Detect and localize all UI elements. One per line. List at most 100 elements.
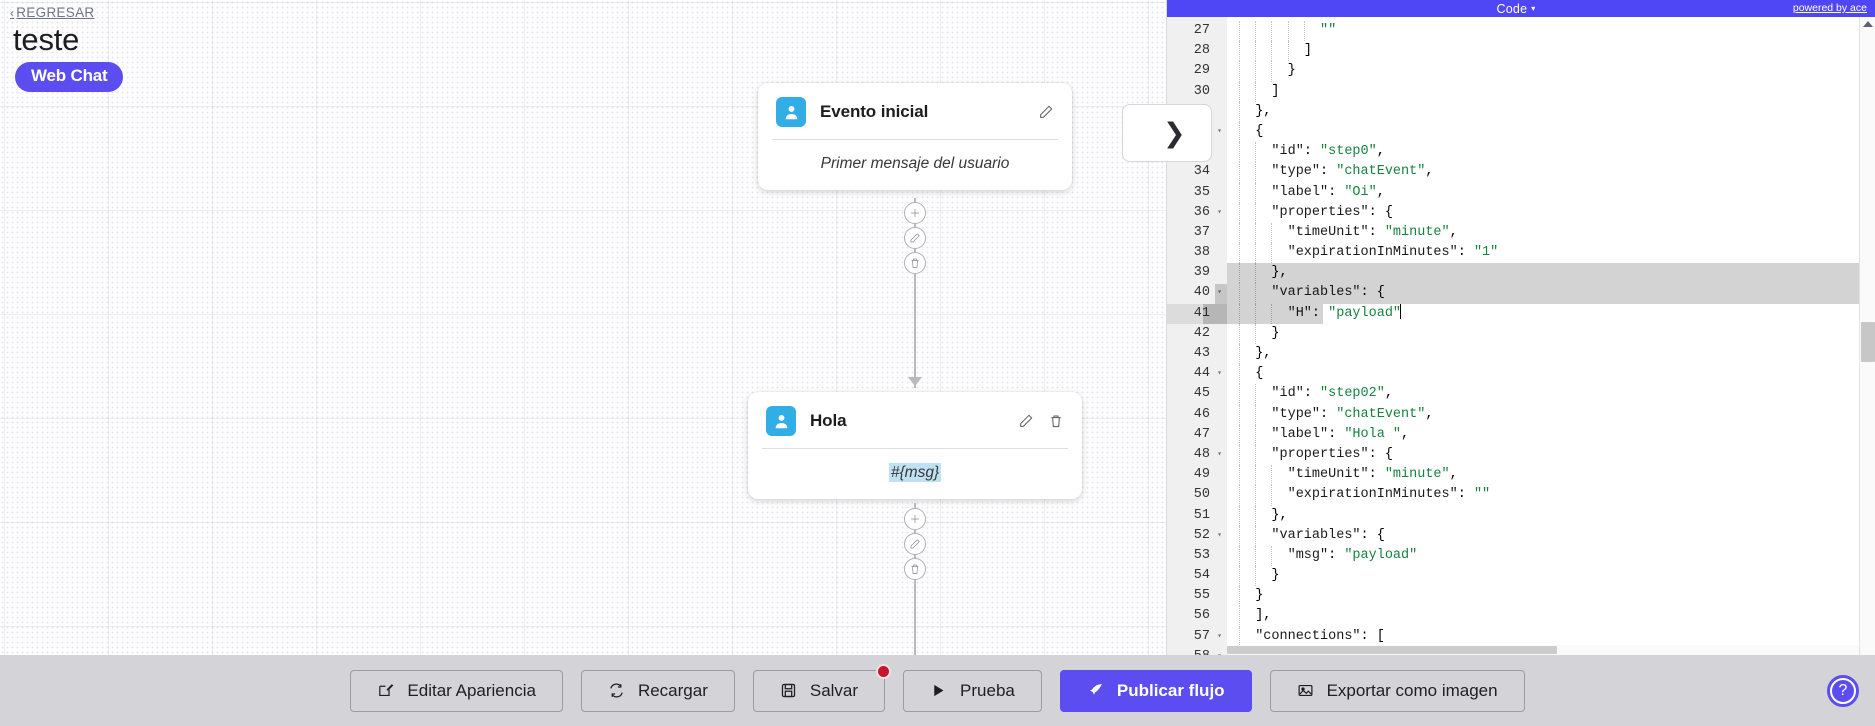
flow-node-evento-inicial[interactable]: Evento inicial Primer mensaje del usuari… [758,83,1072,190]
code-line[interactable]: "type": "chatEvent", [1227,162,1859,183]
gutter-line[interactable]: 43 [1193,346,1210,361]
gutter-line[interactable]: 49 [1193,467,1210,483]
save-button[interactable]: Salvar [752,663,892,712]
gutter-line[interactable]: 48▾ [1167,445,1227,465]
gutter-line[interactable]: 41 [1167,303,1227,324]
code-line[interactable]: "properties": { [1227,444,1859,466]
gutter-line[interactable]: 36▾ [1167,203,1227,223]
code-line[interactable]: "" [1227,21,1859,42]
code-line[interactable]: { [1227,364,1859,385]
code-line[interactable]: } [1227,323,1859,344]
gutter-line[interactable]: 42 [1193,325,1210,341]
gutter-line[interactable]: 55 [1193,588,1210,604]
gutter-line[interactable]: 38 [1193,245,1210,261]
code-line[interactable]: "expirationInMinutes": "1" [1227,243,1859,264]
powered-by-ace-link[interactable]: powered by ace [1792,2,1867,14]
code-line[interactable]: "expirationInMinutes": "" [1227,485,1859,506]
fold-arrow-icon[interactable]: ▾ [1217,530,1222,540]
scroll-up-arrow-icon[interactable] [1863,21,1873,27]
code-line[interactable]: "timeUnit": "minute", [1227,222,1859,244]
delete-edge-button[interactable] [904,558,926,580]
export-image-button[interactable]: Exportar como imagen [1269,669,1525,712]
code-line[interactable]: }, [1227,101,1859,122]
gutter-line[interactable]: 47 [1193,426,1210,442]
code-panel-title-dropdown[interactable]: Code ▾ [1497,2,1536,16]
gutter-line[interactable]: 58▾ [1167,647,1227,655]
code-line[interactable]: }, [1227,263,1859,284]
test-button[interactable]: Prueba [903,669,1042,712]
trash-icon[interactable] [1048,413,1064,429]
fold-arrow-icon[interactable]: ▾ [1217,207,1222,217]
gutter-line[interactable]: 34 [1193,164,1210,180]
flow-canvas[interactable]: ‹ REGRESAR teste Web Chat Evento inicial… [0,0,1166,655]
code-line[interactable]: "id": "step02", [1227,384,1859,405]
scrollbar-thumb[interactable] [1227,646,1557,654]
code-line[interactable]: } [1227,586,1859,607]
code-line[interactable]: "variables": { [1227,283,1859,304]
code-line[interactable]: "type": "chatEvent", [1227,404,1859,425]
panel-collapse-toggle[interactable]: ❯ [1122,104,1212,162]
code-line[interactable]: "properties": { [1227,202,1859,223]
gutter-line[interactable]: 52▾ [1167,526,1227,546]
gutter-line[interactable]: 54 [1193,568,1210,584]
code-line[interactable]: ] [1227,41,1859,62]
code-line[interactable]: ] [1227,81,1859,102]
code-line[interactable]: } [1227,61,1859,82]
code-line[interactable]: "label": "Oi", [1227,182,1859,203]
back-link[interactable]: ‹ REGRESAR [10,5,94,20]
gutter-line[interactable]: 45 [1193,386,1210,402]
editor-horizontal-scrollbar[interactable] [1227,645,1859,655]
gutter-line[interactable]: 29 [1193,63,1210,79]
gutter-line[interactable]: 53 [1193,547,1210,563]
gutter-line[interactable]: 46 [1193,406,1210,422]
code-line[interactable]: "timeUnit": "minute", [1227,465,1859,486]
edit-icon[interactable] [1038,104,1054,120]
gutter-line[interactable]: 51 [1193,507,1210,523]
gutter-line[interactable]: 50 [1193,487,1210,503]
fold-arrow-icon[interactable]: ▾ [1217,126,1222,136]
gutter-line[interactable]: 56 [1193,608,1210,624]
divider [762,448,1068,449]
code-line[interactable]: "id": "step0", [1227,142,1859,163]
code-line[interactable]: "label": "Hola ", [1227,424,1859,445]
edit-edge-button[interactable] [904,533,926,555]
gutter-line[interactable]: 40▾ [1167,283,1227,303]
code-line[interactable]: ], [1227,606,1859,627]
gutter-line[interactable]: 44▾ [1167,364,1227,384]
flow-node-hola[interactable]: Hola #{msg} [748,392,1082,499]
add-node-button[interactable] [904,202,926,224]
chevron-down-icon: ▾ [1531,4,1536,13]
fold-arrow-icon[interactable]: ▾ [1217,369,1222,379]
gutter-line[interactable]: 37 [1193,224,1210,240]
code-line[interactable]: "msg": "payload" [1227,545,1859,567]
reload-button[interactable]: Recargar [580,669,735,712]
gutter-line[interactable]: 28 [1193,43,1210,59]
fold-arrow-icon[interactable]: ▾ [1217,449,1222,459]
fold-arrow-icon[interactable]: ▾ [1217,631,1222,641]
code-line[interactable]: }, [1227,344,1859,365]
editor-vertical-scrollbar[interactable] [1859,17,1875,655]
code-line[interactable]: "connections": [ [1227,626,1859,647]
code-line[interactable]: }, [1227,505,1859,526]
gutter-line[interactable]: 27 [1193,23,1210,38]
delete-edge-button[interactable] [904,252,926,274]
code-editor[interactable]: 272829303132▾33343536▾37383940▾41424344▾… [1167,17,1875,655]
help-button[interactable]: ? [1827,675,1859,707]
edit-edge-button[interactable] [904,227,926,249]
fold-arrow-icon[interactable]: ▾ [1217,647,1222,655]
gutter-line[interactable]: 30 [1193,83,1210,99]
scrollbar-thumb[interactable] [1861,322,1875,362]
code-line[interactable]: { [1227,121,1859,143]
gutter-line[interactable]: 39 [1193,265,1210,281]
code-line[interactable]: "H": "payload" [1227,303,1859,324]
gutter-line[interactable]: 35 [1193,184,1210,200]
editor-code-area[interactable]: "" ] } ] }, { "id": "step0", "type": "ch… [1227,17,1859,655]
code-line[interactable]: } [1227,566,1859,587]
add-node-button[interactable] [904,508,926,530]
fold-arrow-icon[interactable]: ▾ [1217,288,1222,298]
gutter-line[interactable]: 57▾ [1167,627,1227,647]
edit-appearance-button[interactable]: Editar Apariencia [350,669,563,712]
edit-icon[interactable] [1018,413,1034,429]
code-line[interactable]: "variables": { [1227,525,1859,546]
publish-flow-button[interactable]: Publicar flujo [1059,669,1252,712]
